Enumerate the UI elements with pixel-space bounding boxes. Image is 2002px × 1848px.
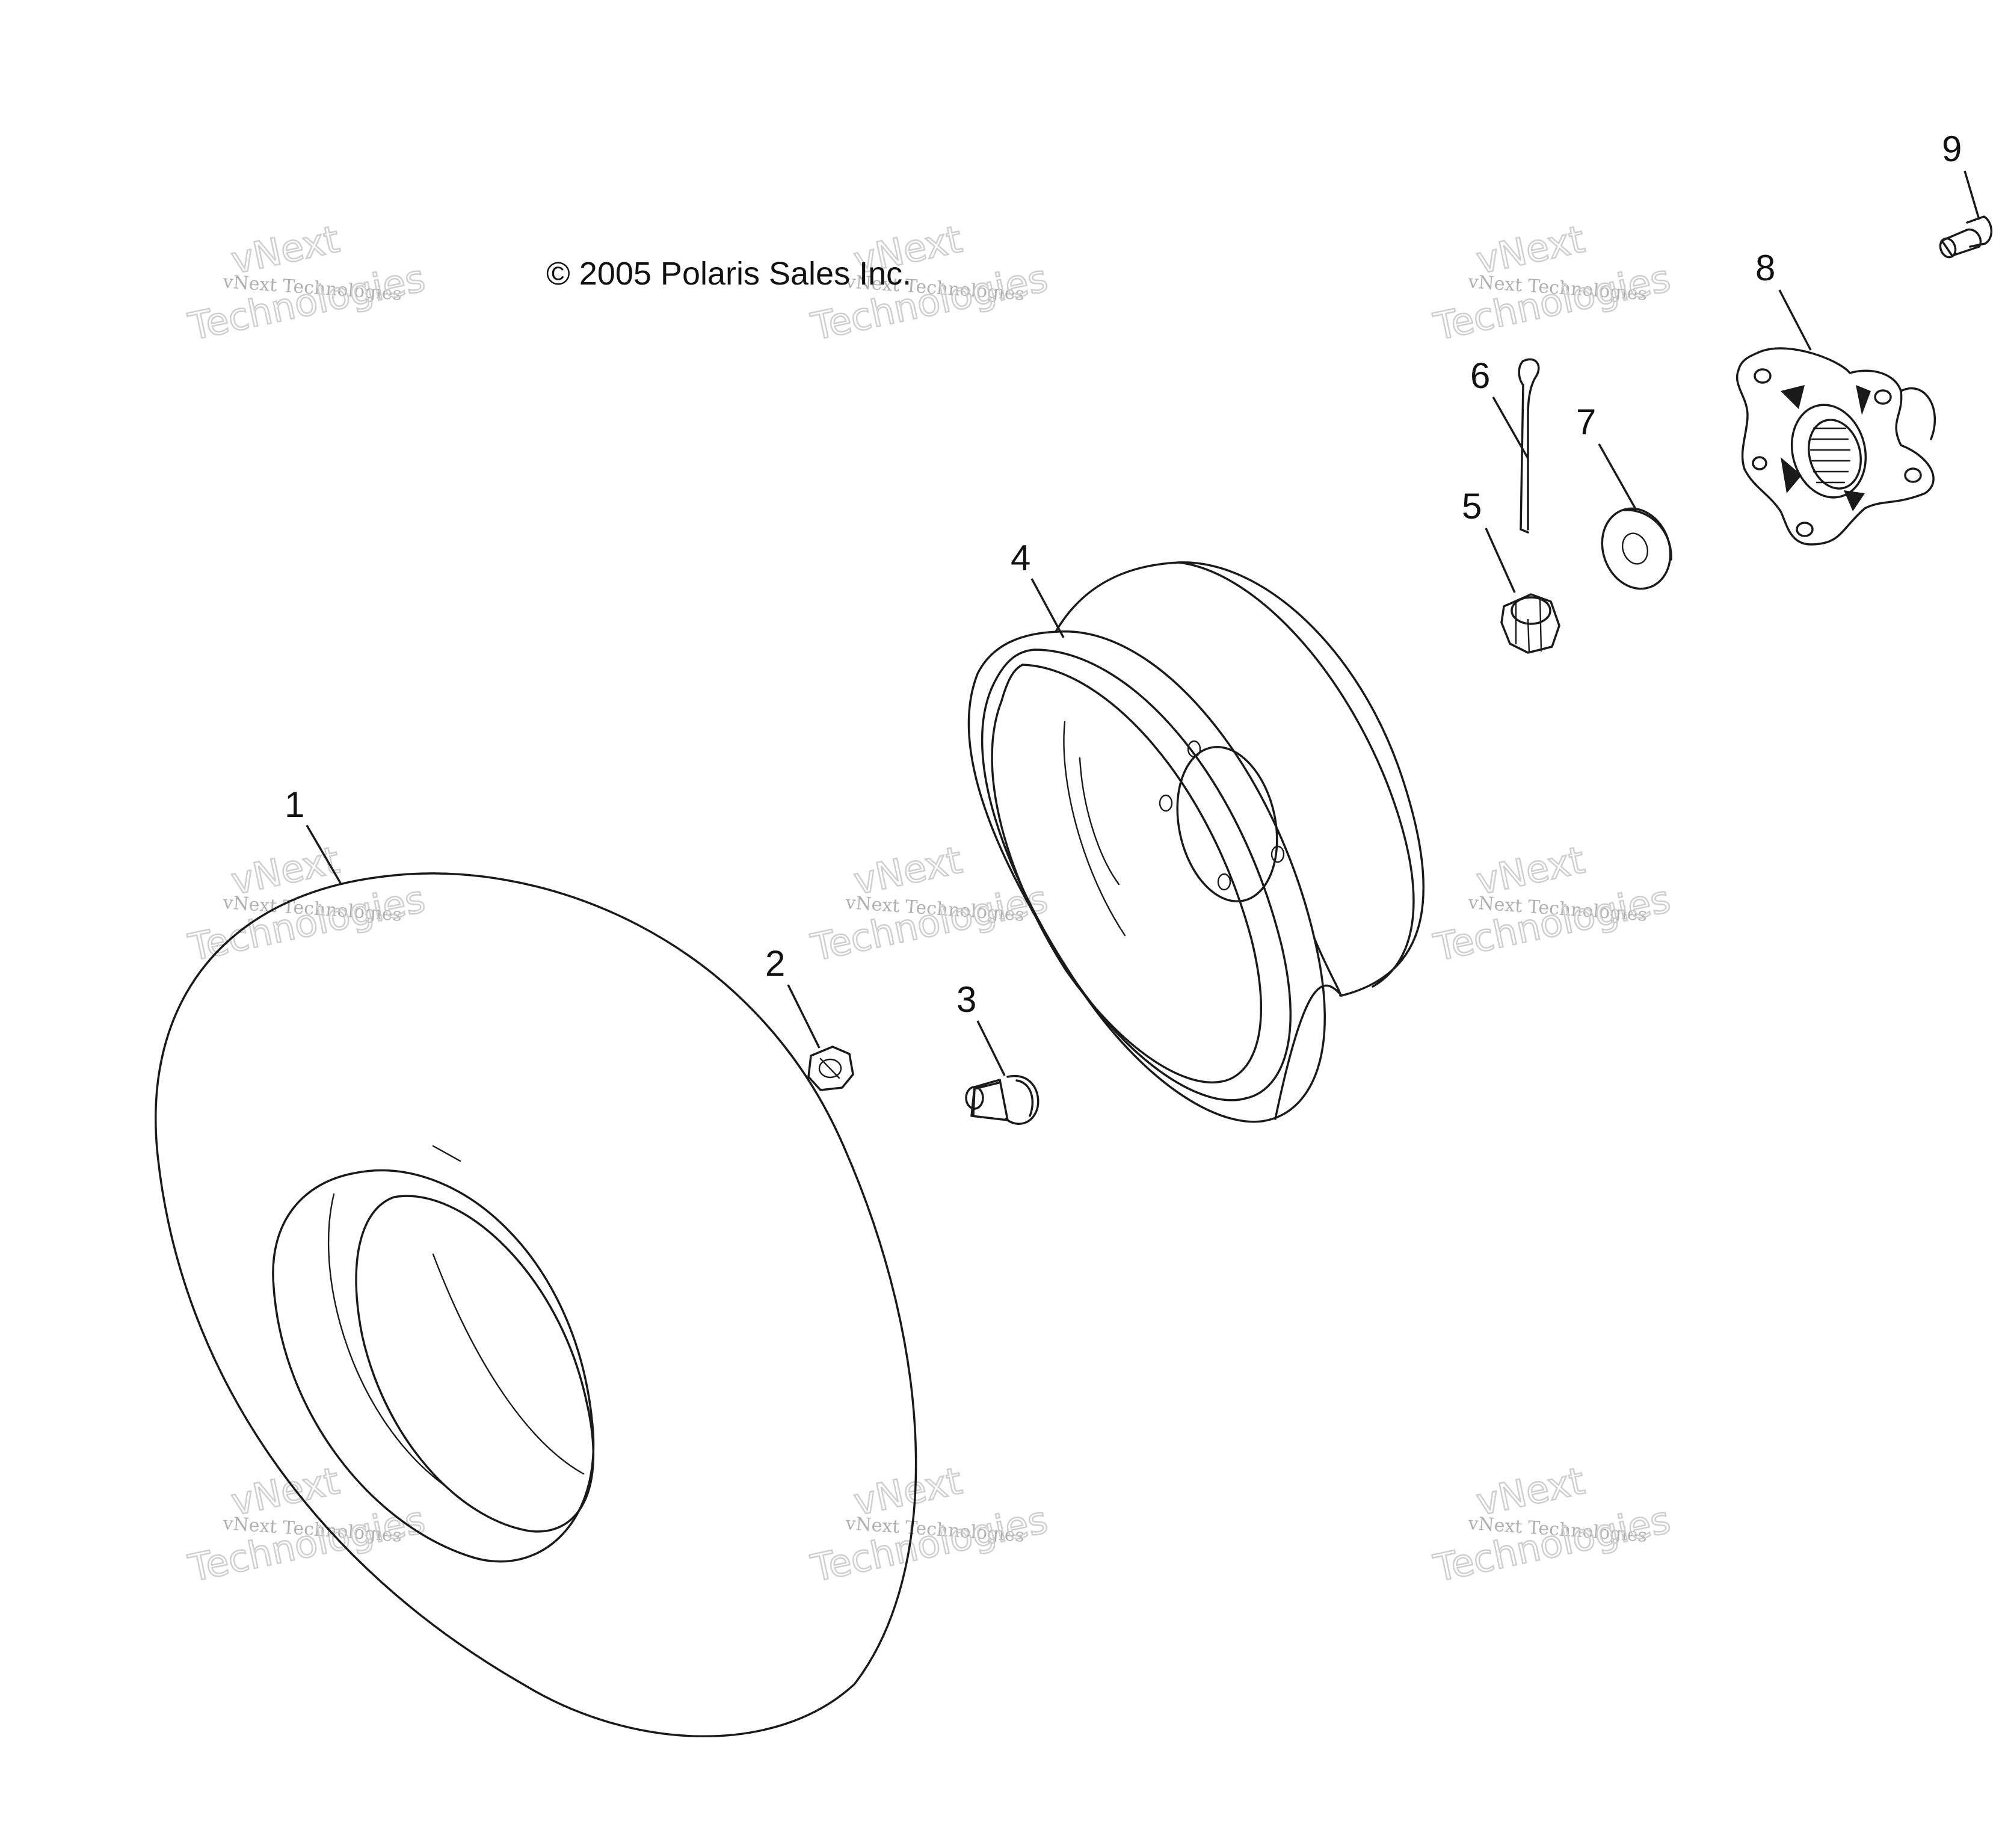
wheel-rim xyxy=(967,561,1425,1123)
svg-text:Technologies: Technologies xyxy=(185,876,429,969)
valve-stem xyxy=(965,1074,1040,1125)
svg-text:5: 5 xyxy=(1462,486,1482,526)
watermark-bottom-right: vNext Technologies vNext Technologies xyxy=(1429,1458,1675,1591)
svg-text:vNext: vNext xyxy=(227,838,343,904)
callout-3: 3 xyxy=(956,979,1006,1076)
watermark-top-left: vNext Technologies vNext Technologies xyxy=(184,216,430,350)
svg-text:3: 3 xyxy=(956,979,976,1020)
svg-text:Technologies: Technologies xyxy=(807,876,1052,969)
callout-2: 2 xyxy=(765,943,821,1049)
svg-text:vNext: vNext xyxy=(1473,1459,1588,1524)
watermark-mid-left: vNext Technologies vNext Technologies xyxy=(184,837,430,970)
svg-text:Technologies: Technologies xyxy=(185,1497,429,1590)
svg-text:Technologies: Technologies xyxy=(1430,1497,1674,1590)
cotter-pin xyxy=(1518,358,1540,534)
wheel-hub xyxy=(1736,347,1936,546)
castle-nut xyxy=(1500,593,1560,654)
callout-1: 1 xyxy=(285,784,342,884)
svg-text:Technologies: Technologies xyxy=(1430,256,1674,348)
svg-text:vNext: vNext xyxy=(227,1459,343,1524)
svg-text:Technologies: Technologies xyxy=(1430,876,1674,969)
tire xyxy=(155,872,917,1737)
watermark-bottom-left: vNext Technologies vNext Technologies xyxy=(184,1458,430,1591)
svg-text:Technologies: Technologies xyxy=(807,1497,1052,1590)
callout-5: 5 xyxy=(1462,486,1516,593)
callout-9: 9 xyxy=(1942,129,1980,220)
svg-text:vNext: vNext xyxy=(850,838,966,904)
washer xyxy=(1601,507,1672,590)
watermark-top-right: vNext Technologies vNext Technologies xyxy=(1429,216,1675,350)
callout-7: 7 xyxy=(1576,402,1637,511)
svg-text:9: 9 xyxy=(1942,129,1962,169)
callout-6: 6 xyxy=(1470,356,1529,459)
svg-text:vNext: vNext xyxy=(850,1459,966,1524)
svg-text:8: 8 xyxy=(1755,248,1775,288)
svg-text:vNext: vNext xyxy=(1473,217,1588,283)
svg-text:vNext: vNext xyxy=(1473,838,1588,904)
watermark-mid-right: vNext Technologies vNext Technologies xyxy=(1429,837,1675,970)
watermark-bottom-center: vNext Technologies vNext Technologies xyxy=(807,1458,1052,1591)
watermark-mid-center: vNext Technologies vNext Technologies xyxy=(807,837,1052,970)
copyright-notice: © 2005 Polaris Sales Inc. xyxy=(546,256,911,292)
svg-text:1: 1 xyxy=(285,784,304,825)
svg-text:vNext: vNext xyxy=(227,217,343,283)
svg-text:6: 6 xyxy=(1470,356,1490,396)
svg-text:4: 4 xyxy=(1011,538,1030,578)
bolt xyxy=(1939,215,1992,259)
valve-nut xyxy=(807,1046,854,1091)
svg-text:2: 2 xyxy=(765,943,785,984)
callout-8: 8 xyxy=(1755,248,1812,351)
callout-4: 4 xyxy=(1011,538,1065,638)
svg-text:Technologies: Technologies xyxy=(185,256,429,348)
svg-text:7: 7 xyxy=(1576,402,1596,442)
